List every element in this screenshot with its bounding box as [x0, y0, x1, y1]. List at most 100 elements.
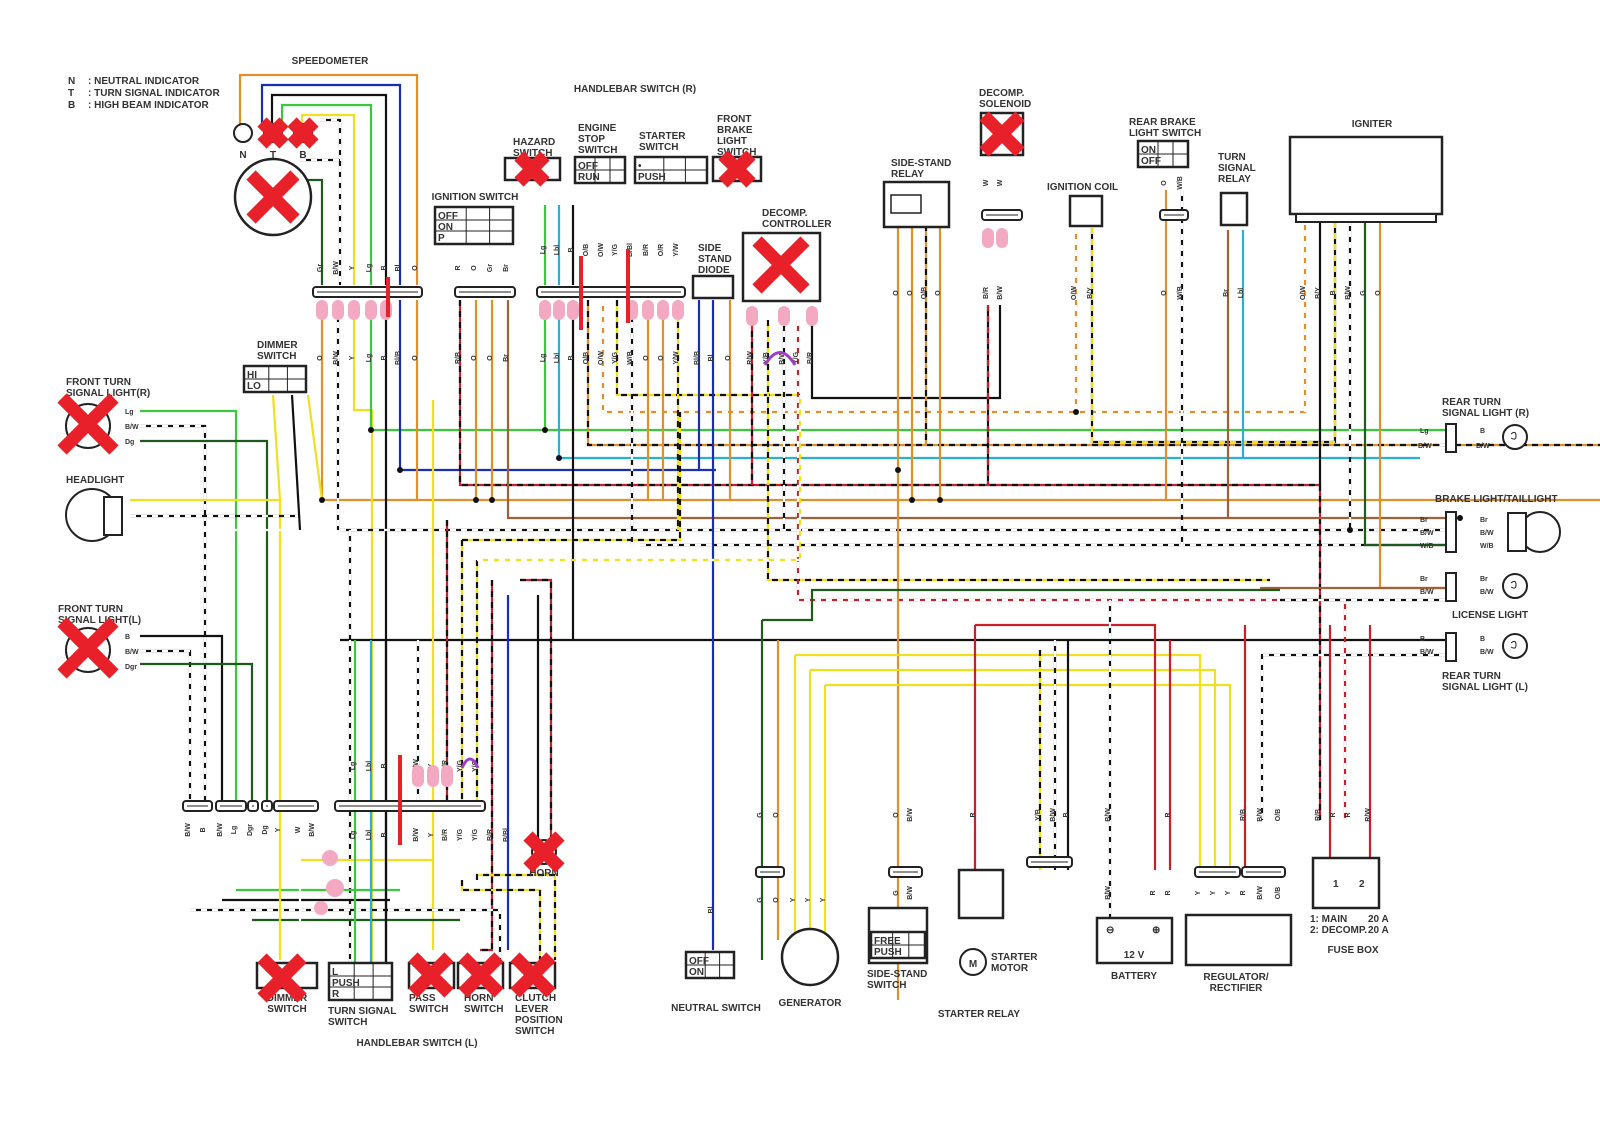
rear-turn-signal-l-bulb-filament	[1510, 640, 1517, 649]
starter-motor	[959, 948, 987, 976]
junction-dot	[489, 497, 495, 503]
wire-code: B/W	[1480, 649, 1494, 656]
wire-black	[1260, 653, 1445, 820]
fuse-rating: 20 A	[1368, 925, 1389, 936]
wire-code: O/B	[583, 244, 590, 256]
wire-code: Y/W	[673, 351, 680, 365]
wire-code: O	[471, 355, 478, 361]
wire-code: B/W	[217, 823, 224, 837]
wire-code: B	[381, 832, 388, 837]
license-light-bulb-filament	[1510, 580, 1517, 589]
turn-signal-switch-label: SWITCH	[328, 1017, 367, 1028]
wire-code: O/W	[598, 243, 605, 257]
pink-tape-mark	[553, 300, 565, 320]
wire-code: B/W	[907, 886, 914, 900]
wire-code: W/B	[1420, 543, 1434, 550]
engine-stop-switch-label: STOP	[578, 134, 605, 145]
legend-key: N	[68, 76, 75, 87]
wire-code: Lg	[125, 409, 134, 416]
wire-code: O	[412, 265, 419, 271]
dimmer-switch-l-label: SWITCH	[267, 1004, 306, 1015]
wire-black	[290, 394, 302, 531]
ignition-switch	[433, 205, 515, 246]
engine-stop-switch-row: RUN	[578, 172, 600, 183]
wire-code: O/W	[598, 351, 605, 365]
ignition-switch-row: P	[438, 233, 445, 244]
wire-blue	[260, 83, 402, 285]
wire-code: Br	[1480, 576, 1488, 583]
wire-code: B	[381, 355, 388, 360]
wire-code: B/W	[779, 351, 786, 365]
starter-switch-label: STARTER	[639, 131, 686, 142]
front-turn-signal-l-cross	[57, 617, 119, 679]
side-stand-diode	[691, 274, 735, 300]
wire-code: O	[773, 812, 780, 818]
wire-code: Y	[275, 827, 282, 832]
pink-tape-mark	[412, 765, 424, 787]
wire-code: W	[997, 179, 1004, 186]
side-stand-relay-label: RELAY	[891, 169, 924, 180]
decomp-controller-label: DECOMP.	[762, 208, 808, 219]
igniter	[1288, 135, 1444, 216]
fuse-name: 1: MAIN	[1310, 914, 1347, 925]
fuse-box-label: FUSE BOX	[1327, 945, 1378, 956]
wire-code: B/W	[1480, 530, 1494, 537]
wire-tracer	[458, 300, 1322, 820]
wire-code: Lbl	[366, 830, 373, 841]
dimmer-switch-row: LO	[247, 381, 261, 392]
wire-yellow	[462, 412, 682, 542]
rear-brake-light-switch-row: ON	[1141, 145, 1156, 156]
rear-turn-signal-r-bulb	[1502, 424, 1528, 450]
wire-code: O	[471, 265, 478, 271]
rear-turn-l-connector	[1445, 632, 1457, 662]
brake-taillight-label: BRAKE LIGHT/TAILLIGHT	[1435, 494, 1558, 505]
wire-code: Y	[790, 897, 797, 902]
speedometer-cross	[246, 170, 300, 224]
junction-dot	[937, 497, 943, 503]
wire-code: B	[200, 827, 207, 832]
rear-turn-r-connector	[1445, 423, 1457, 453]
wire-black	[810, 305, 1002, 400]
wire-tracer	[475, 873, 557, 960]
rear-brake-light-switch-label: REAR BRAKE	[1129, 117, 1196, 128]
pink-tape-mark	[982, 228, 994, 248]
wire-code: R	[1330, 812, 1337, 817]
wire-code: Dgr	[247, 824, 254, 836]
wire-code: Y/B	[1035, 809, 1042, 821]
pink-tape-mark	[365, 300, 377, 320]
wire-tracer	[1090, 220, 1337, 444]
engine-stop-switch-row: OFF	[578, 161, 598, 172]
clutch-switch-cross	[510, 952, 556, 998]
wire-code: O	[893, 290, 900, 296]
decomp-solenoid-cross	[979, 111, 1025, 157]
front-brake-light-switch-label: BRAKE	[717, 125, 753, 136]
wire-black	[270, 93, 388, 285]
rear-turn-signal-r-label: REAR TURN	[1442, 397, 1501, 408]
wire-tracer	[520, 578, 553, 850]
wire-code: Lg	[1420, 428, 1429, 435]
wire-dark_green	[140, 439, 269, 800]
speedometer-label: SPEEDOMETER	[292, 56, 369, 67]
legend-text: : TURN SIGNAL INDICATOR	[88, 88, 220, 99]
wire-code: O/B	[921, 287, 928, 299]
wire-code: B/W	[1420, 589, 1434, 596]
wire-code: B/W	[309, 823, 316, 837]
pink-tape-mark	[322, 850, 338, 866]
front-turn-signal-r-label: FRONT TURN	[66, 377, 131, 388]
starter-motor-label: STARTER	[991, 952, 1038, 963]
wire-code: R	[1165, 890, 1172, 895]
wire-yellow	[306, 394, 324, 501]
legend-key: B	[68, 100, 75, 111]
neutral-switch-row: ON	[689, 967, 704, 978]
purple-bridge-mark	[460, 757, 480, 769]
igniter-connector	[1295, 213, 1437, 223]
wire-code: O/B	[583, 352, 590, 364]
wire-code: Y/G	[612, 243, 619, 256]
junction-dot	[542, 427, 548, 433]
neutral-switch-row: OFF	[689, 956, 709, 967]
regulator-rectifier	[1184, 913, 1293, 967]
wire-code: B/W	[1476, 443, 1490, 450]
wire-code: G	[1360, 290, 1367, 296]
wire-green	[280, 103, 373, 285]
